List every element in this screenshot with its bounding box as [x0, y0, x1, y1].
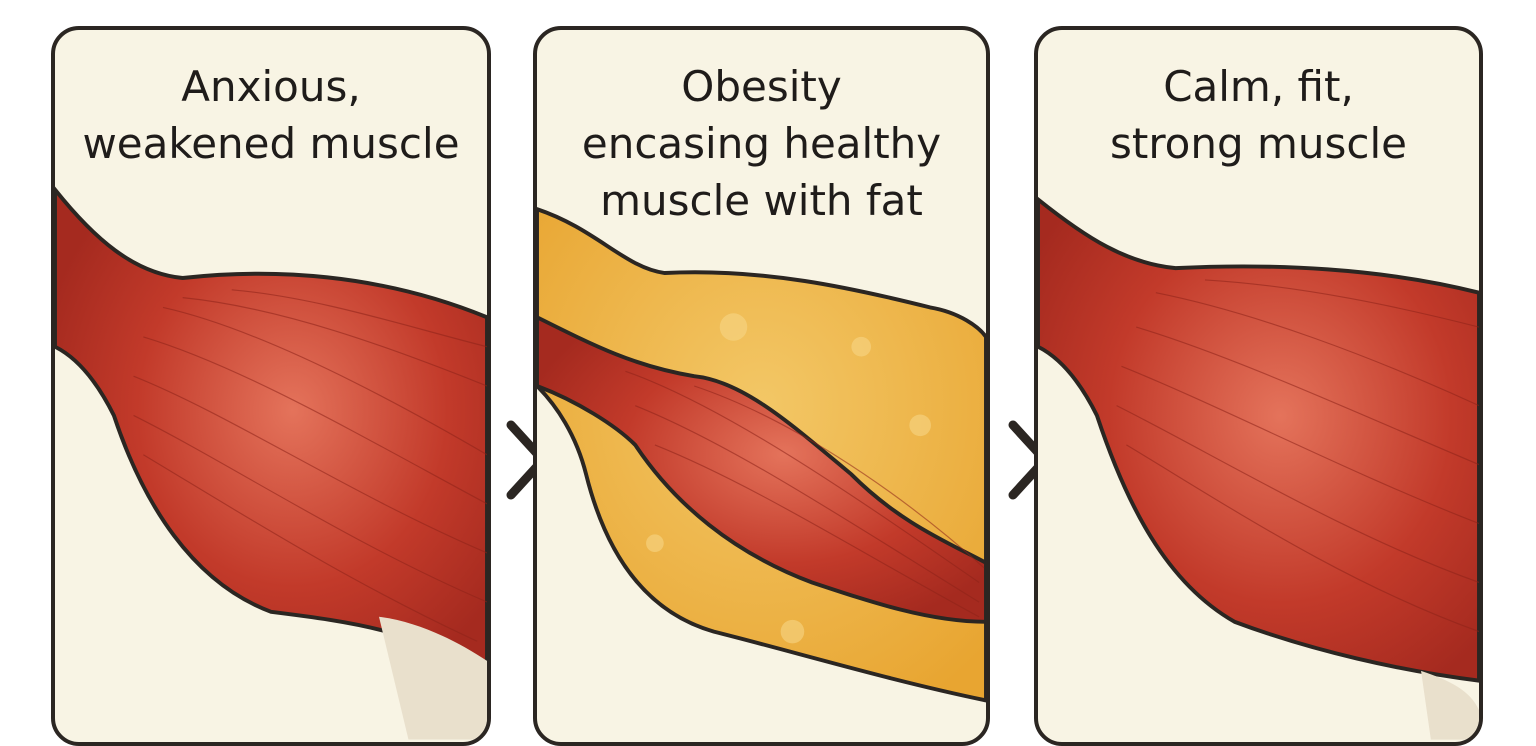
panel-title-line: strong muscle [1109, 119, 1408, 168]
panel-title-line: Anxious, [181, 62, 361, 111]
panel-title-line: Calm, fit, [1163, 62, 1354, 111]
panel-title-line: encasing healthy [581, 119, 942, 168]
panel-title-line: Obesity [681, 62, 842, 111]
panel-title: Anxious, weakened muscle [55, 58, 487, 172]
panel-title: Obesity encasing healthy muscle with fat [537, 58, 986, 229]
panel-title-line: weakened muscle [82, 119, 460, 168]
fat-encased-muscle-illustration [537, 207, 986, 703]
panel-calm-fit-strong-muscle: Calm, fit, strong muscle [1034, 26, 1483, 746]
panel-obesity-encasing-muscle: Obesity encasing healthy muscle with fat [533, 26, 990, 746]
muscle-belly [55, 186, 487, 684]
strong-muscle-illustration [1038, 196, 1479, 740]
muscle-belly [1038, 196, 1479, 683]
panel-anxious-weakened-muscle: Anxious, weakened muscle [51, 26, 491, 746]
panel-title-line: muscle with fat [600, 176, 923, 225]
panel-title: Calm, fit, strong muscle [1038, 58, 1479, 172]
